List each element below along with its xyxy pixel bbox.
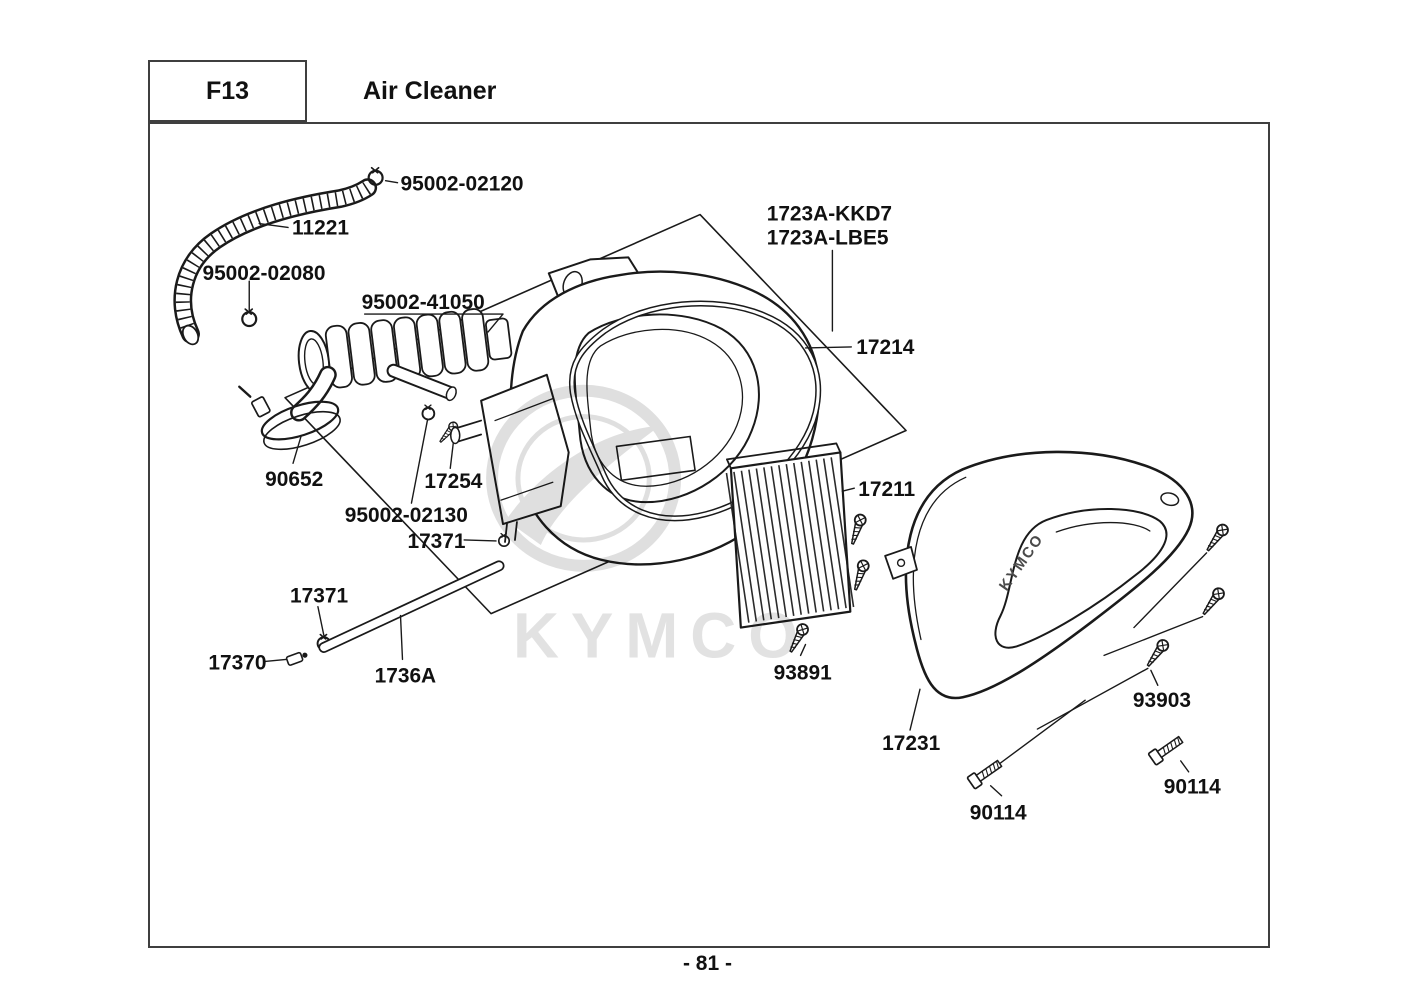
drain-fitting — [285, 651, 308, 666]
part-label: 90114 — [970, 802, 1027, 825]
branch-tube — [386, 363, 457, 402]
part-label: 90652 — [265, 468, 323, 491]
part-label: 95002-41050 — [362, 291, 485, 314]
air-cleaner-cover: KYMCO — [904, 450, 1194, 700]
part-label: 17371 — [290, 585, 348, 608]
hose-clamp — [238, 385, 341, 451]
part-label: 17231 — [882, 732, 940, 755]
screw-icon — [1198, 585, 1228, 618]
kymco-watermark: KYMCO — [486, 384, 810, 671]
screw-icon — [1142, 636, 1172, 670]
part-label: 95002-02080 — [202, 262, 325, 285]
bolt-icon — [1147, 732, 1186, 767]
leader-lines — [248, 180, 1208, 797]
screw-icon — [1202, 521, 1232, 555]
part-label: 95002-02120 — [401, 173, 524, 196]
part-label: 95002-02130 — [345, 504, 468, 527]
part-label: 17211 — [858, 478, 915, 501]
drawing: KYMCO — [173, 166, 1232, 825]
page-title: Air Cleaner — [363, 76, 497, 105]
part-label: 17254 — [424, 470, 482, 493]
part-labels: 95002-02120 11221 95002-02080 95002-4105… — [202, 173, 1221, 825]
part-label: 17214 — [856, 336, 914, 359]
hose-clip-icon — [367, 166, 384, 186]
tube-clip-icon — [421, 404, 436, 421]
part-label: 1723A-KKD7 — [767, 203, 892, 226]
drain-tube — [318, 560, 505, 653]
corrugated-hose — [173, 178, 378, 346]
part-label: 1736A — [375, 664, 437, 687]
part-label: 17370 — [208, 651, 266, 674]
bolt-icon — [966, 756, 1005, 790]
part-label: 17371 — [407, 530, 465, 553]
screw-icon — [846, 512, 869, 547]
section-code: F13 — [205, 76, 250, 105]
diagram-frame: KYMCO — [148, 122, 1270, 948]
part-label: 93903 — [1133, 689, 1191, 712]
part-label: 90114 — [1164, 776, 1221, 799]
page-number: - 81 - — [682, 952, 732, 975]
section-code-box: F13 — [148, 60, 307, 122]
watermark-text: KYMCO — [513, 600, 810, 671]
part-label: 1723A-LBE5 — [767, 226, 889, 249]
screw-icon — [849, 558, 872, 593]
mounting-bracket — [884, 546, 918, 580]
part-label: 93891 — [774, 661, 832, 684]
part-label: 11221 — [292, 216, 349, 239]
kymco-emblem — [486, 384, 682, 572]
parts-diagram: KYMCO — [173, 166, 1232, 825]
filter-element — [725, 442, 855, 629]
hose-clip-icon — [241, 308, 258, 328]
inlet-elbow — [290, 365, 337, 422]
